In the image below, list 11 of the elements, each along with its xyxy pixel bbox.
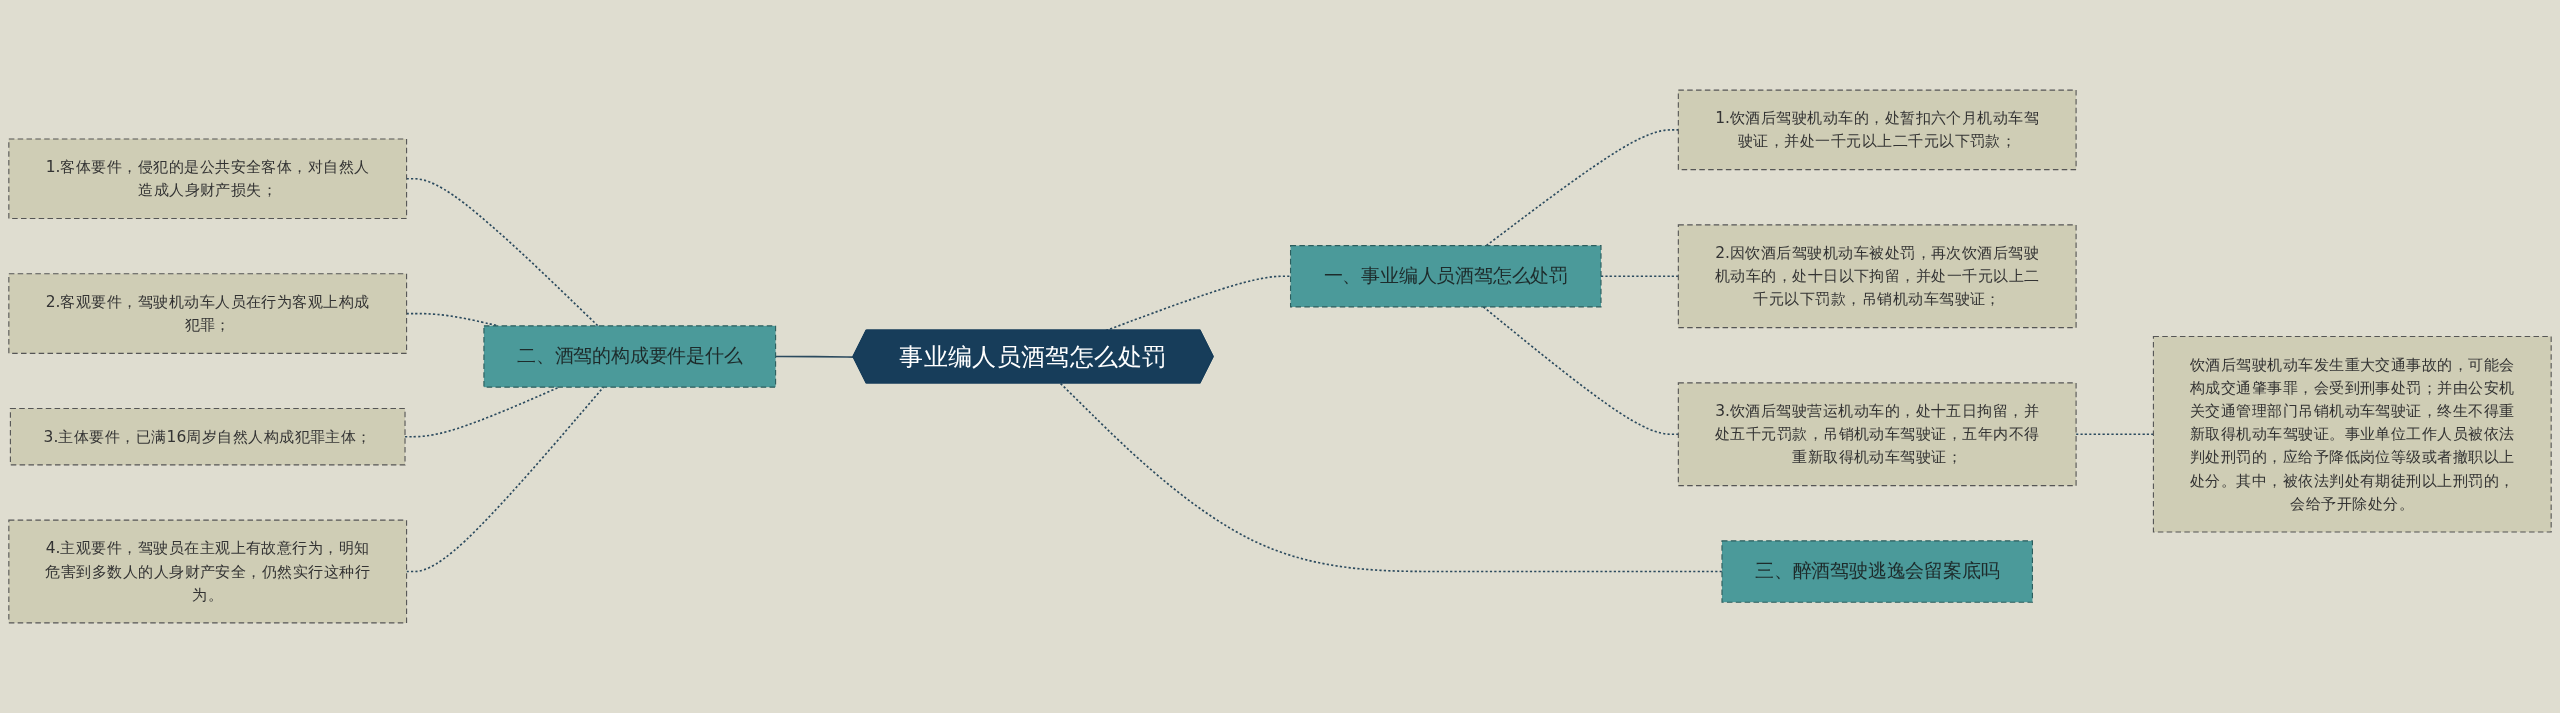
node-box: 3.主体要件，已满16周岁自然人构成犯罪主体；	[9, 408, 406, 466]
node-box: 1.客体要件，侵犯的是公共安全客体，对自然人造成人身财产损失；	[8, 138, 408, 220]
node-box: 2.因饮酒后驾驶机动车被处罚，再次饮酒后驾驶机动车的，处十日以下拘留，并处一千元以上二千元以下罚款，吊销机动车驾驶证；	[1677, 224, 2077, 329]
node-box: 3.饮酒后驾驶营运机动车的，处十五日拘留，并处五千元罚款，吊销机动车驾驶证，五年内不得重新取得机动车驾驶证；	[1677, 382, 2077, 487]
node-box: 4.主观要件，驾驶员在主观上有故意行为，明知危害到多数人的人身财产安全，仍然实行这种行为。	[8, 519, 408, 624]
node-box: 二、酒驾的构成要件是什么	[483, 325, 777, 388]
node-box: 1.饮酒后驾驶机动车的，处暂扣六个月机动车驾驶证，并处一千元以上二千元以下罚款；	[1677, 89, 2077, 171]
node-box: 三、醉酒驾驶逃逸会留案底吗	[1721, 540, 2033, 603]
node-box: 一、事业编人员酒驾怎么处罚	[1290, 245, 1602, 308]
node-box: 2.客观要件，驾驶机动车人员在行为客观上构成犯罪；	[8, 273, 408, 354]
node-box: 饮酒后驾驶机动车发生重大交通事故的，可能会构成交通肇事罪，会受到刑事处罚；并由公安机关交通管理部门吊销机动车驾驶证，终生不得重新取得机动车驾驶证。事业单位工作人员被依法判处刑罚的，应给予降低岗位等级或者撤职以上处分。其中，被依法判处有期徒刑以上刑罚的，会给予开除处分。	[2152, 335, 2552, 533]
